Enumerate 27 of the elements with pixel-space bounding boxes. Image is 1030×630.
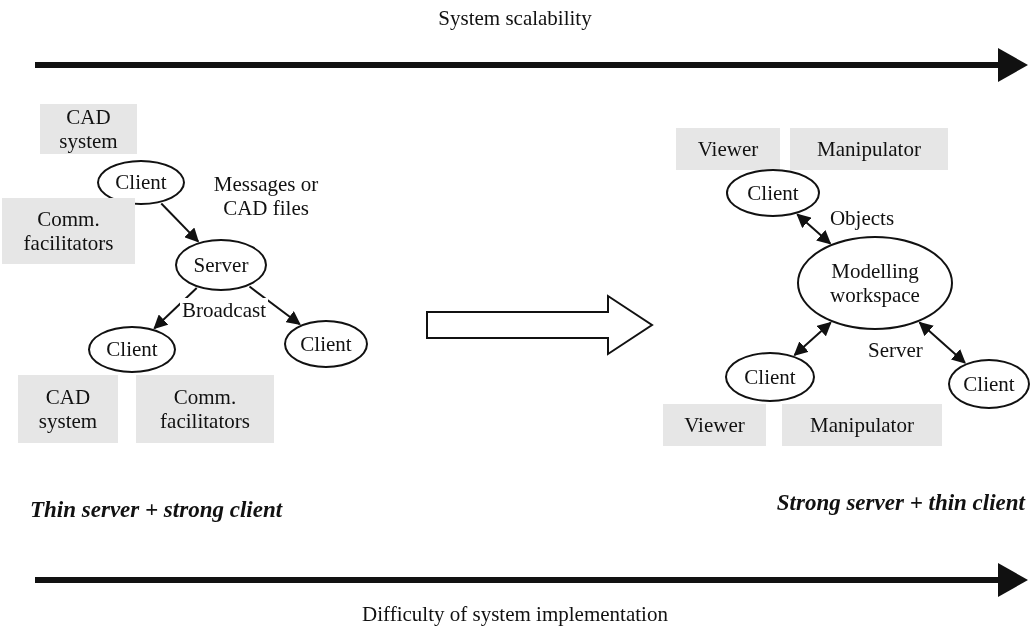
node-ellipse: Modelling workspace	[797, 236, 953, 330]
axis-label: Difficulty of system implementation	[361, 602, 669, 627]
node-ellipse: Client	[97, 160, 185, 205]
arrow	[153, 287, 198, 330]
arrow	[248, 285, 301, 326]
component-box: CAD system	[40, 104, 137, 154]
node-ellipse: Client	[948, 359, 1030, 409]
arrow	[160, 202, 200, 243]
node-ellipse: Client	[725, 352, 815, 402]
caption-text: Thin server + strong client	[30, 497, 283, 523]
axis-label: System scalability	[437, 6, 593, 31]
component-box: Viewer	[663, 404, 766, 446]
component-box: Manipulator	[790, 128, 948, 170]
arrow	[918, 321, 966, 364]
arrow	[796, 213, 832, 245]
component-box: Viewer	[676, 128, 780, 170]
component-box: CAD system	[18, 375, 118, 443]
node-caption: Server	[868, 338, 923, 363]
node-ellipse: Client	[726, 169, 820, 217]
component-box: Comm. facilitators	[2, 198, 135, 264]
arrow	[793, 321, 832, 356]
component-box: Manipulator	[782, 404, 942, 446]
node-ellipse: Server	[175, 239, 267, 291]
component-box: Comm. facilitators	[136, 375, 274, 443]
caption-text: Strong server + thin client	[775, 490, 1025, 516]
node-ellipse: Client	[88, 326, 176, 373]
node-ellipse: Client	[284, 320, 368, 368]
